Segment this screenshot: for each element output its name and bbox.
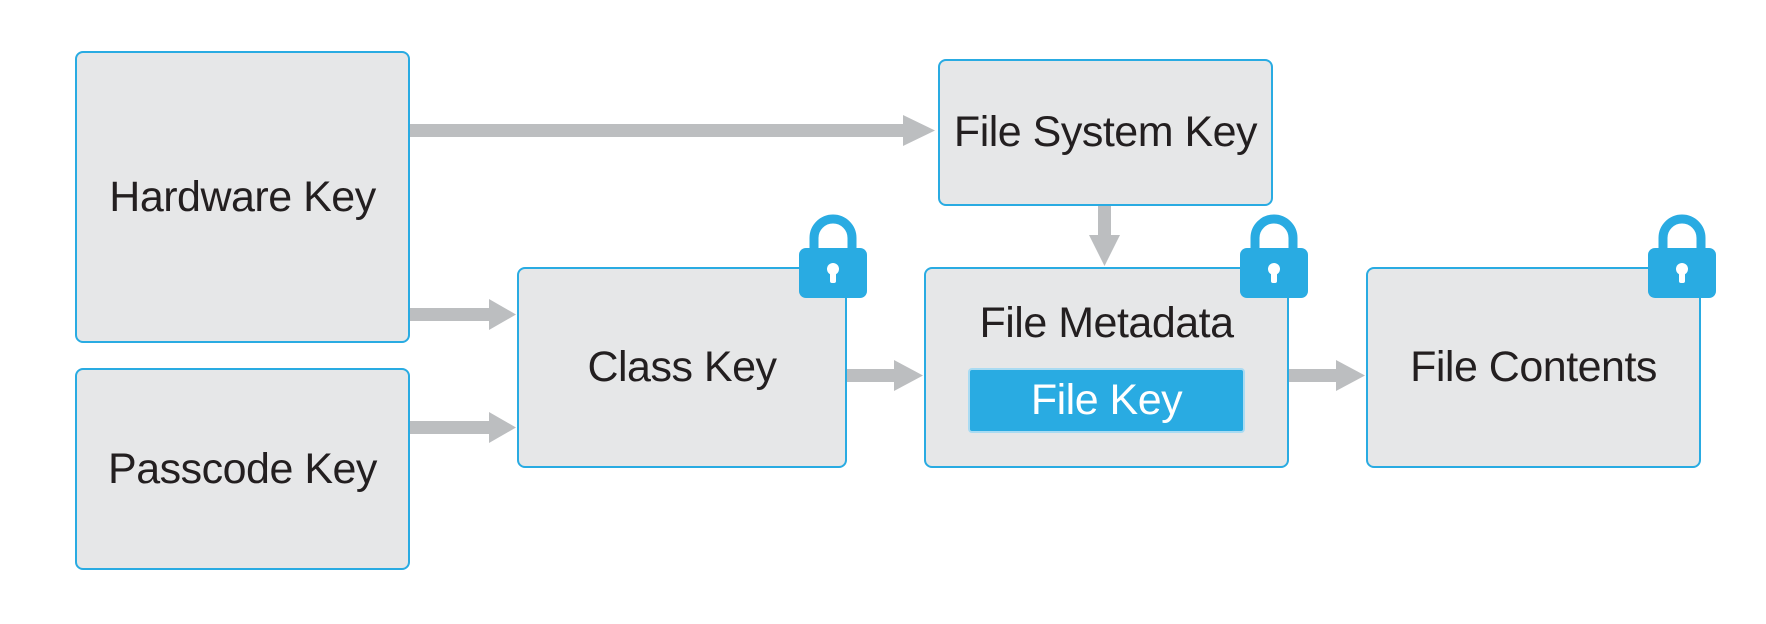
file-system-key-label: File System Key: [953, 108, 1258, 156]
lock-icon: [1240, 214, 1308, 298]
hardware-key-box: Hardware Key: [75, 51, 410, 343]
file-contents-label: File Contents: [1410, 343, 1657, 391]
arrow-metadata-to-contents: [1287, 360, 1365, 391]
hardware-key-label: Hardware Key: [109, 172, 376, 221]
file-contents-box: File Contents: [1366, 267, 1701, 468]
arrow-filesystem-to-metadata: [1089, 205, 1120, 266]
file-metadata-box: File Metadata File Key: [924, 267, 1289, 468]
file-system-key-box: File System Key: [938, 59, 1273, 206]
arrow-classkey-to-metadata: [845, 360, 923, 391]
file-key-box: File Key: [968, 368, 1245, 433]
lock-icon: [799, 214, 867, 298]
file-key-label: File Key: [1030, 376, 1183, 424]
lock-icon: [1648, 214, 1716, 298]
arrow-hardware-to-classkey: [409, 299, 516, 330]
passcode-key-box: Passcode Key: [75, 368, 410, 570]
passcode-key-label: Passcode Key: [108, 444, 377, 493]
arrow-passcode-to-classkey: [409, 412, 516, 443]
file-metadata-label: File Metadata: [979, 299, 1234, 347]
class-key-label: Class Key: [587, 343, 777, 391]
arrow-hardware-to-filesystem: [409, 115, 935, 146]
class-key-box: Class Key: [517, 267, 847, 468]
